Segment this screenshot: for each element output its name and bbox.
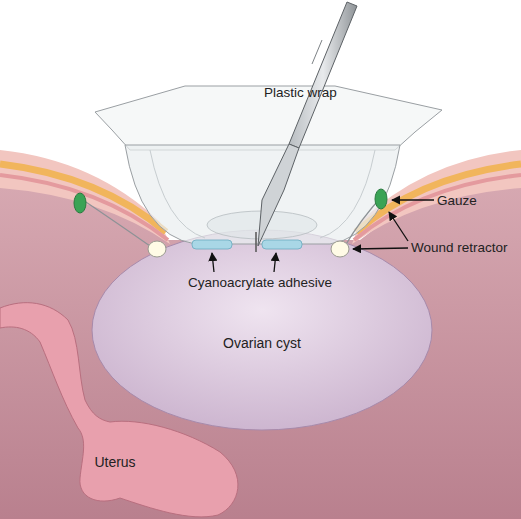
adhesive-patch <box>192 240 232 249</box>
gauze <box>375 189 387 209</box>
adhesive-patch <box>262 240 302 249</box>
part-label: Ovarian cyst <box>223 335 301 351</box>
cyst-outline <box>92 230 432 430</box>
shape-outline <box>90 228 434 432</box>
uterus-outline <box>0 303 238 517</box>
callout-label: Plastic wrap <box>264 85 337 100</box>
callout-label: Wound retractor <box>411 240 508 255</box>
wound-retractor <box>74 189 387 257</box>
scalpel <box>258 2 357 246</box>
retractor-ring <box>331 241 349 257</box>
gauze <box>74 193 86 213</box>
incision <box>255 232 257 252</box>
retractor-ring <box>148 241 166 257</box>
callout-label: Gauze <box>437 193 477 208</box>
part-label: Uterus <box>94 454 135 470</box>
callout-label: Cyanoacrylate adhesive <box>188 275 332 290</box>
ovarian-cyst: Ovarian cyst <box>90 228 434 432</box>
